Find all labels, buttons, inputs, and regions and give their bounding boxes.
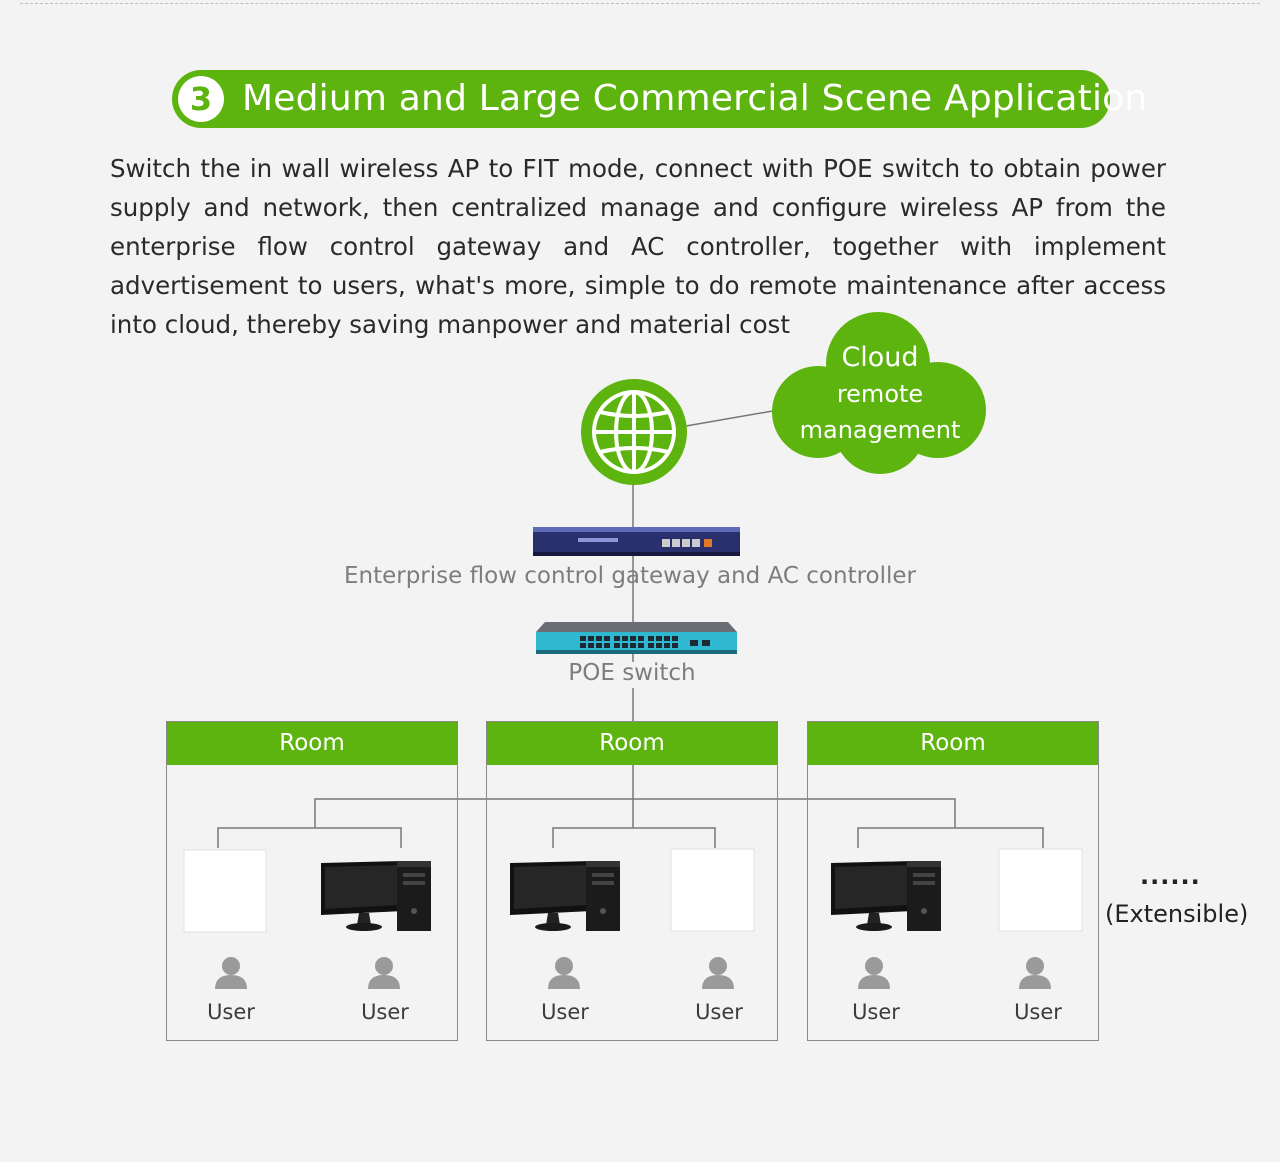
room1-branch — [217, 827, 402, 848]
description-paragraph: Switch the in wall wireless AP to FIT mo… — [110, 154, 1166, 339]
room-title: Room — [808, 722, 1098, 765]
room2-branch — [552, 827, 716, 848]
connection-lines — [217, 407, 1044, 848]
extensible-dots: ...... — [1140, 862, 1201, 890]
section-title: 3 Medium and Large Commercial Scene Appl… — [172, 70, 1147, 128]
gateway-device-icon — [533, 527, 740, 556]
user-label: User — [1014, 1000, 1062, 1024]
room-title: Room — [487, 722, 777, 765]
extensible-label: (Extensible) — [1105, 900, 1249, 928]
wireless-ap-icon — [998, 848, 1083, 932]
cloud-shape — [772, 312, 986, 474]
poe-switch-device-icon — [536, 622, 737, 654]
section-number-badge: 3 — [178, 76, 224, 122]
distribution-line — [314, 798, 956, 828]
wireless-ap-icon — [670, 848, 755, 932]
room-3: Room — [807, 721, 1099, 1041]
wireless-ap-icons — [183, 848, 1083, 933]
room-title: Room — [167, 722, 457, 765]
user-label: User — [852, 1000, 900, 1024]
poe-switch-label: POE switch — [568, 660, 696, 686]
wireless-ap-icon — [183, 849, 267, 933]
user-label: User — [695, 1000, 743, 1024]
gateway-label: Enterprise flow control gateway and AC c… — [343, 563, 917, 589]
user-label: User — [541, 1000, 589, 1024]
room3-branch — [857, 827, 1044, 848]
section-title-text: Medium and Large Commercial Scene Applic… — [242, 78, 1148, 119]
cloud-label-line2: remote — [836, 380, 924, 408]
room-1: Room — [166, 721, 458, 1041]
room-2: Room — [486, 721, 778, 1041]
cloud-label-line3: management — [799, 416, 961, 444]
cloud-label: Cloud remote management — [780, 340, 980, 448]
user-label: User — [207, 1000, 255, 1024]
cloud-label-line1: Cloud — [841, 342, 919, 373]
top-dashed-divider — [20, 3, 1260, 4]
internet-globe-icon — [581, 379, 687, 485]
user-label: User — [361, 1000, 409, 1024]
